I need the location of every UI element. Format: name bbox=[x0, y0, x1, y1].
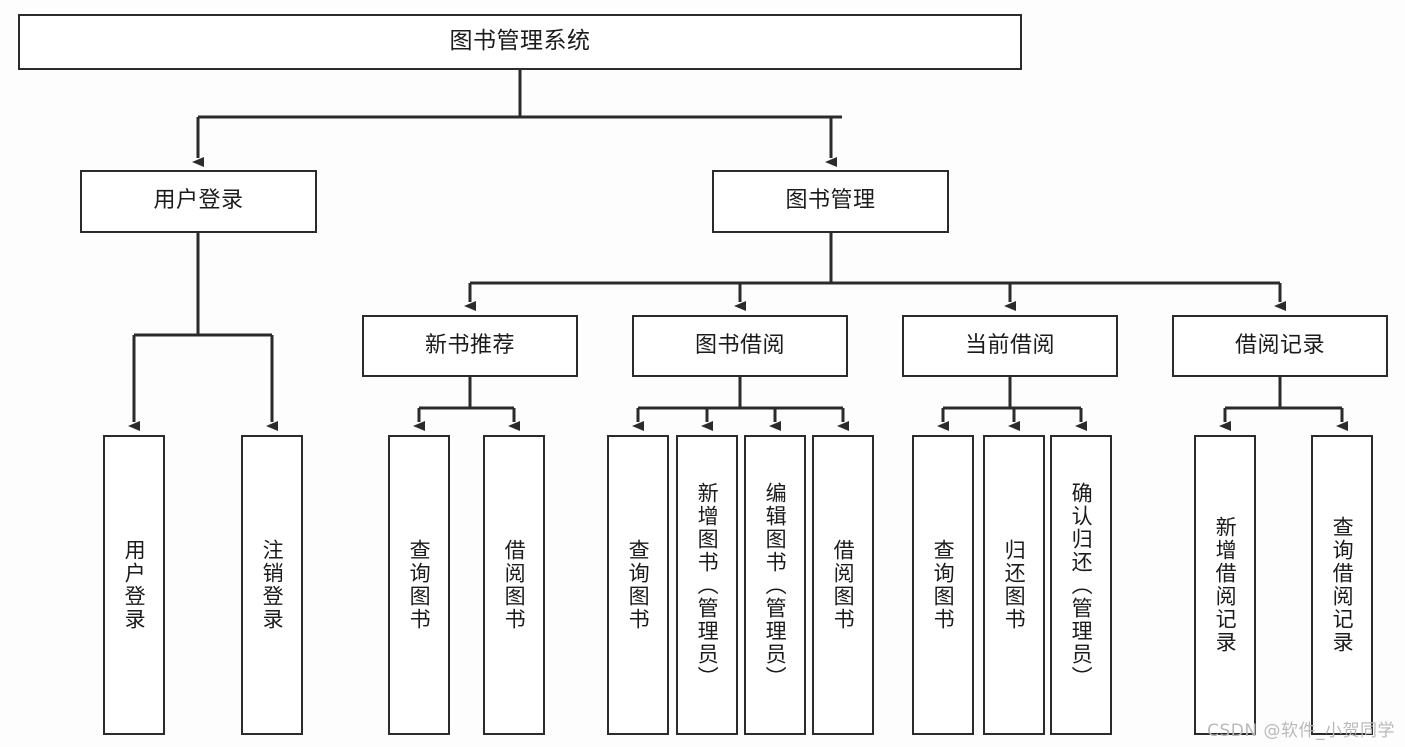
leaf-return-book[interactable]: 归还图书 bbox=[983, 435, 1045, 735]
leaf-query-book-current[interactable]: 查询图书 bbox=[912, 435, 974, 735]
node-label: 注销登录 bbox=[260, 539, 285, 631]
leaf-user-login[interactable]: 用户登录 bbox=[103, 435, 165, 735]
node-label: 当前借阅 bbox=[964, 332, 1055, 358]
node-label: 新书推荐 bbox=[424, 332, 515, 358]
node-new-book-recommend[interactable]: 新书推荐 bbox=[362, 315, 578, 377]
node-borrow-record[interactable]: 借阅记录 bbox=[1172, 315, 1388, 377]
leaf-edit-book-admin[interactable]: 编辑图书（管理员） bbox=[744, 435, 806, 735]
node-user-login[interactable]: 用户登录 bbox=[80, 170, 317, 233]
node-current-borrow[interactable]: 当前借阅 bbox=[902, 315, 1118, 377]
node-book-borrow[interactable]: 图书借阅 bbox=[632, 315, 848, 377]
leaf-add-borrow-record[interactable]: 新增借阅记录 bbox=[1194, 435, 1256, 735]
leaf-add-book-admin[interactable]: 新增图书（管理员） bbox=[676, 435, 738, 735]
node-label: 查询图书 bbox=[626, 539, 651, 631]
node-label: 用户登录 bbox=[153, 188, 244, 214]
node-label: 图书管理 bbox=[785, 188, 876, 214]
node-root-system[interactable]: 图书管理系统 bbox=[18, 14, 1022, 70]
leaf-borrow-book[interactable]: 借阅图书 bbox=[812, 435, 874, 735]
node-label: 查询图书 bbox=[931, 539, 956, 631]
node-label: 借阅图书 bbox=[831, 539, 856, 631]
node-label: 确认归还（管理员） bbox=[1069, 481, 1094, 689]
node-label: 借阅记录 bbox=[1234, 332, 1325, 358]
leaf-query-book-borrow[interactable]: 查询图书 bbox=[607, 435, 669, 735]
node-label: 借阅图书 bbox=[502, 539, 527, 631]
node-label: 图书借阅 bbox=[694, 332, 785, 358]
node-label: 新增图书（管理员） bbox=[695, 481, 720, 689]
leaf-confirm-return-admin[interactable]: 确认归还（管理员） bbox=[1050, 435, 1112, 735]
node-label: 用户登录 bbox=[122, 539, 147, 631]
node-label: 图书管理系统 bbox=[449, 28, 591, 55]
node-book-management[interactable]: 图书管理 bbox=[712, 170, 949, 233]
node-label: 查询借阅记录 bbox=[1330, 516, 1355, 654]
node-label: 归还图书 bbox=[1002, 539, 1027, 631]
node-label: 新增借阅记录 bbox=[1213, 516, 1238, 654]
node-label: 查询图书 bbox=[407, 539, 432, 631]
leaf-query-borrow-record[interactable]: 查询借阅记录 bbox=[1311, 435, 1373, 735]
node-label: 编辑图书（管理员） bbox=[763, 481, 788, 689]
leaf-borrow-book-recommend[interactable]: 借阅图书 bbox=[483, 435, 545, 735]
leaf-logout[interactable]: 注销登录 bbox=[241, 435, 303, 735]
leaf-query-book-recommend[interactable]: 查询图书 bbox=[388, 435, 450, 735]
